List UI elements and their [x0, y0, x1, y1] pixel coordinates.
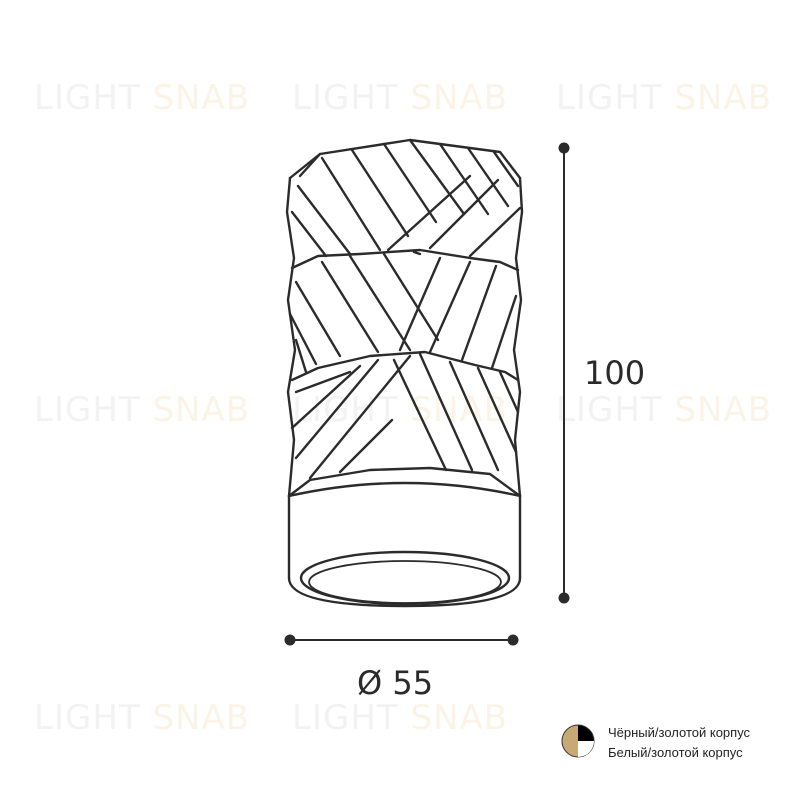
band-seam-upper [290, 248, 520, 272]
lamp-right-edge [512, 176, 524, 498]
swatch-black-gold-icon [561, 724, 595, 758]
diameter-dim-endpoint-right [507, 634, 519, 646]
opening-outer [299, 550, 511, 606]
watermark: LIGHT SNAB [34, 78, 251, 118]
height-dimension [558, 142, 570, 604]
watermark: LIGHT SNAB [556, 390, 773, 430]
height-dim-endpoint-top [558, 142, 570, 154]
legend-item-white-gold: Белый/золотой корпус [608, 745, 743, 760]
shade-bottom-edge [287, 466, 522, 498]
ring-bottom-front [287, 576, 522, 608]
watermark: LIGHT SNAB [34, 698, 251, 738]
lamp-left-edge [285, 176, 297, 498]
groove-lines-middle [288, 250, 518, 374]
diameter-dimension [284, 634, 519, 646]
diameter-dim-endpoint-left [284, 634, 296, 646]
ring-top-edge [287, 481, 522, 498]
groove-lines-top [290, 138, 522, 258]
watermark: LIGHT SNAB [292, 698, 509, 738]
height-dim-endpoint-bottom [558, 592, 570, 604]
diameter-label: Ø 55 [357, 664, 434, 702]
watermark: LIGHT SNAB [556, 78, 773, 118]
legend-swatches [561, 724, 595, 758]
watermark: LIGHT SNAB [292, 390, 509, 430]
groove-lines-lower [290, 352, 520, 480]
opening-inner [308, 560, 502, 604]
swatch-white-gold-icon [578, 741, 594, 757]
watermark: LIGHT SNAB [34, 390, 251, 430]
band-seam-lower [290, 350, 520, 382]
legend-item-black-gold: Чёрный/золотой корпус [608, 725, 751, 740]
watermark: LIGHT SNAB [292, 78, 509, 118]
height-label: 100 [584, 354, 646, 392]
